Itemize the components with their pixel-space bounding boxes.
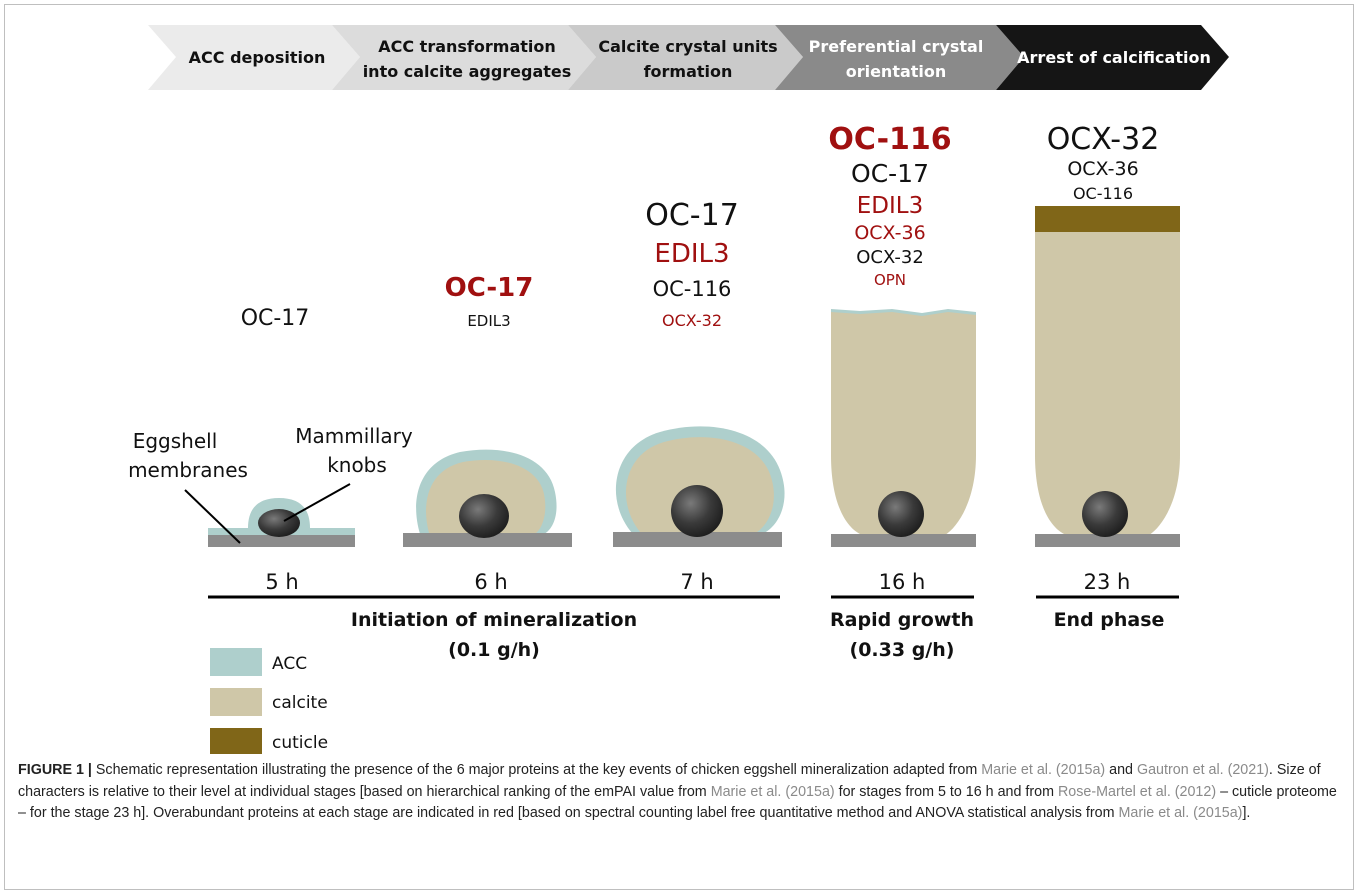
protein-16h-5: OCX-32 <box>856 247 924 268</box>
protein-16h-6: OPN <box>874 271 906 289</box>
phase-initiation: Initiation of mineralization <box>351 609 637 631</box>
protein-7h-3: OC-116 <box>653 277 732 301</box>
stage-label-2b: into calcite aggregates <box>363 62 572 81</box>
time-7h: 7 h <box>680 570 713 594</box>
stage-arrow-1 <box>148 25 360 90</box>
membrane-16h <box>831 534 976 547</box>
figure-caption: FIGURE 1 | Schematic representation illu… <box>18 760 1343 825</box>
phase-rapid-rate: (0.33 g/h) <box>850 639 955 661</box>
time-6h: 6 h <box>474 570 507 594</box>
legend-label-cuticle: cuticle <box>272 733 328 753</box>
annotations: Eggshell membranes Mammillary knobs <box>128 424 413 544</box>
caption-text-6: ]. <box>1242 805 1251 821</box>
stage-label-3a: Calcite crystal units <box>598 37 777 56</box>
time-23h: 23 h <box>1084 570 1131 594</box>
knob-7h <box>671 485 723 537</box>
protein-23h-3: OC-116 <box>1073 184 1133 203</box>
protein-23h-2: OCX-36 <box>1067 158 1138 180</box>
eggshell-pointer <box>184 489 241 544</box>
knob-5h <box>258 509 300 537</box>
caption-text-4: for stages from 5 to 16 h and from <box>834 783 1058 800</box>
protein-16h-4: OCX-36 <box>854 222 925 244</box>
membrane-5h <box>208 535 355 547</box>
stage-label-3b: formation <box>644 62 733 81</box>
stage-label-4a: Preferential crystal <box>809 37 984 56</box>
mammillary-label-2: knobs <box>327 453 387 477</box>
cuticle-23h <box>1035 206 1180 232</box>
protein-16h-2: OC-17 <box>851 159 929 188</box>
protein-7h-1: OC-17 <box>645 198 739 233</box>
legend-swatch-acc <box>210 648 262 676</box>
protein-16h-3: EDIL3 <box>857 193 923 219</box>
stage-arrows: ACC deposition ACC transformation into c… <box>148 25 1229 90</box>
protein-5h-1: OC-17 <box>241 306 310 331</box>
structure-7h <box>613 426 785 547</box>
mineralization-diagram: ACC deposition ACC transformation into c… <box>128 25 1229 754</box>
citation-link[interactable]: Rose-Martel et al. (2012) <box>1057 783 1217 800</box>
stage-label-2a: ACC transformation <box>378 37 556 56</box>
citation-link[interactable]: Marie et al. (2015a) <box>710 783 835 800</box>
citation-link[interactable]: Gautron et al. (2021) <box>1136 762 1269 778</box>
structure-23h <box>1035 206 1180 547</box>
phase-labels: Initiation of mineralization (0.1 g/h) R… <box>351 609 1165 661</box>
stage-arrow-5 <box>996 25 1229 90</box>
mammillary-label-1: Mammillary <box>295 424 413 448</box>
mammillary-pointer <box>283 483 351 522</box>
phase-end: End phase <box>1054 609 1165 631</box>
membrane-7h <box>613 532 782 547</box>
stage-label-4b: orientation <box>846 62 947 81</box>
stage-label-1: ACC deposition <box>189 48 326 67</box>
legend: ACC calcite cuticle <box>210 648 328 754</box>
structure-16h <box>831 309 976 547</box>
caption-text-1: Schematic representation illustrating th… <box>91 762 982 778</box>
protein-6h-2: EDIL3 <box>467 312 510 330</box>
figure-label: FIGURE 1 | <box>18 762 92 778</box>
phase-rapid: Rapid growth <box>830 609 974 631</box>
time-labels: 5 h 6 h 7 h 16 h 23 h <box>265 570 1130 594</box>
phase-initiation-rate: (0.1 g/h) <box>448 639 540 661</box>
caption-text-5: – cuticle proteome – for the stage 23 h]… <box>18 783 1337 822</box>
stage-arrow-3 <box>568 25 803 90</box>
knob-6h <box>459 494 509 538</box>
calcite-7h <box>625 437 774 532</box>
time-16h: 16 h <box>879 570 926 594</box>
eggshell-label-1: Eggshell <box>133 429 218 453</box>
time-5h: 5 h <box>265 570 298 594</box>
protein-16h-1: OC-116 <box>828 122 951 157</box>
stage-arrow-4 <box>775 25 1024 90</box>
shell-structures <box>208 206 1180 547</box>
structure-5h <box>208 498 355 547</box>
stage-label-5: Arrest of calcification <box>1017 48 1211 67</box>
stage-arrow-2 <box>332 25 596 90</box>
figure-frame <box>4 4 1354 890</box>
legend-label-acc: ACC <box>272 654 307 674</box>
structure-6h <box>403 449 572 547</box>
membrane-6h <box>403 533 572 547</box>
legend-swatch-calcite <box>210 688 262 716</box>
legend-label-calcite: calcite <box>272 693 328 713</box>
protein-7h-2: EDIL3 <box>654 239 729 269</box>
knob-16h <box>878 491 924 537</box>
protein-23h-1: OCX-32 <box>1047 122 1160 157</box>
citation-link[interactable]: Marie et al. (2015a) <box>981 762 1106 778</box>
caption-text-2: and <box>1105 762 1137 778</box>
calcite-16h <box>831 312 976 535</box>
caption-text-3: . Size of characters is relative to thei… <box>18 762 1321 800</box>
legend-swatch-cuticle <box>210 728 262 754</box>
protein-7h-4: OCX-32 <box>662 311 722 330</box>
eggshell-label-2: membranes <box>128 458 248 482</box>
calcite-23h <box>1035 228 1180 535</box>
protein-labels: OC-17 OC-17 EDIL3 OC-17 EDIL3 OC-116 OCX… <box>241 122 1160 331</box>
citation-link[interactable]: Marie et al. (2015a) <box>1118 805 1243 821</box>
protein-6h-1: OC-17 <box>445 273 534 303</box>
membrane-23h <box>1035 534 1180 547</box>
knob-23h <box>1082 491 1128 537</box>
